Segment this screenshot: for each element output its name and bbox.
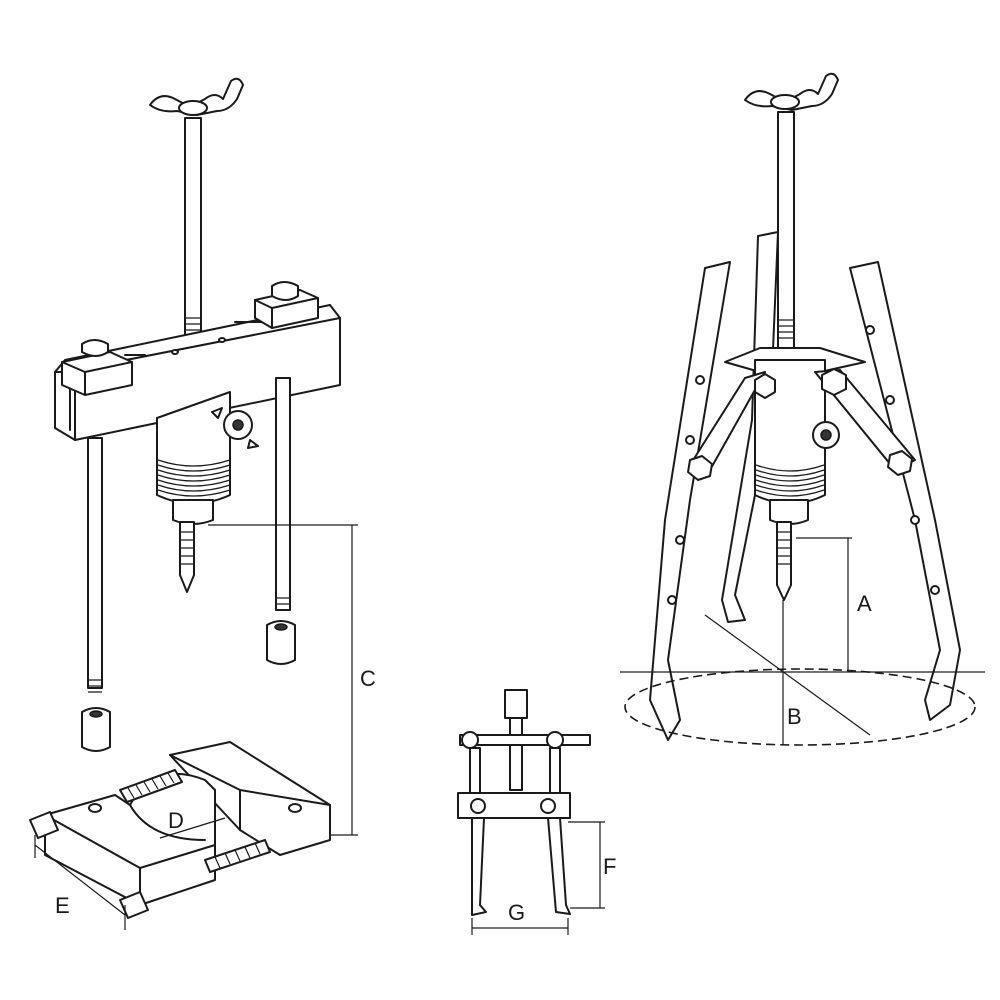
spindle-left [184, 117, 202, 349]
wing-nut-left [149, 77, 244, 116]
rod-left [87, 437, 103, 689]
label-g: G [508, 900, 525, 925]
three-jaw-puller: A B [620, 72, 985, 746]
label-f: F [603, 854, 616, 879]
rod-right [275, 377, 291, 611]
label-b: B [787, 704, 802, 729]
label-e: E [55, 893, 70, 918]
crossbar-puller [54, 77, 341, 752]
small-puller: F G [457, 689, 616, 935]
bearing-separator: D E [29, 741, 331, 930]
label-a: A [857, 591, 872, 616]
hydraulic-cylinder-left [156, 391, 259, 593]
crossbar [54, 281, 341, 441]
rod-nut-right [266, 620, 296, 665]
label-c: C [360, 666, 376, 691]
jaw-span-ellipse [624, 668, 976, 746]
rod-nut-left [81, 707, 111, 752]
label-d: D [168, 808, 184, 833]
